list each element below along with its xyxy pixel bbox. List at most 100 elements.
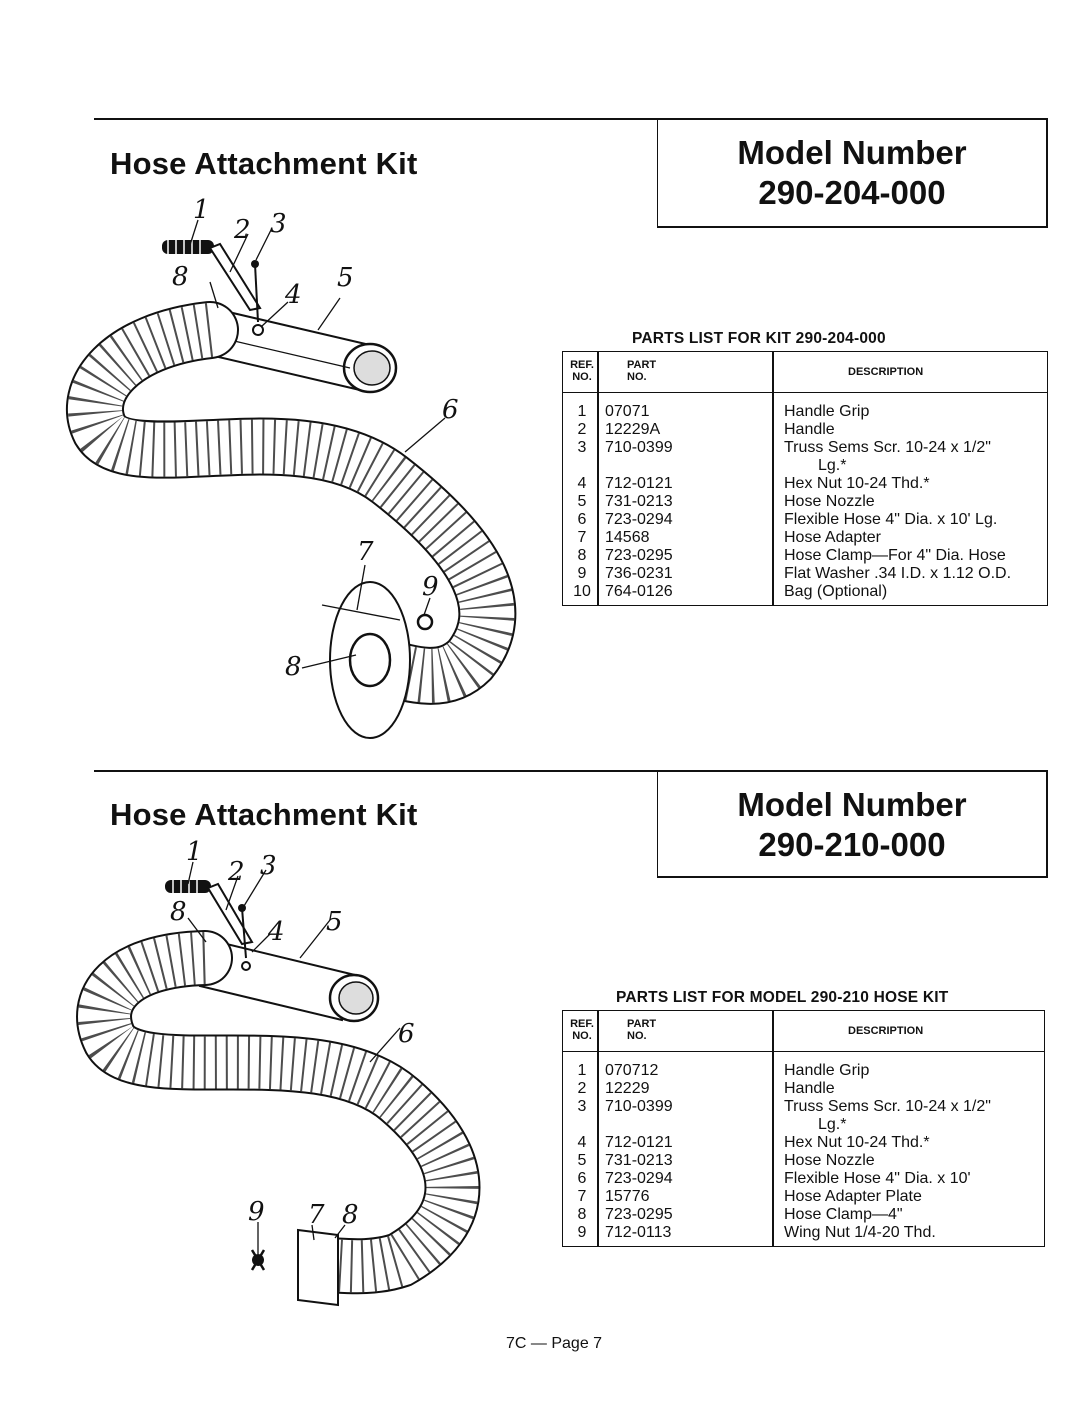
part-no: 723-0294 bbox=[605, 511, 673, 528]
part-description: Bag (Optional) bbox=[784, 583, 888, 600]
table-row-continuation: Lg.* bbox=[563, 457, 1047, 475]
table-row: 3 710-0399 Truss Sems Scr. 10-24 x 1/2" bbox=[563, 439, 1047, 457]
model-number: 290-210-000 bbox=[758, 826, 946, 863]
ref-no: 3 bbox=[577, 1098, 587, 1115]
table-row: 5 731-0213 Hose Nozzle bbox=[563, 493, 1047, 511]
callout-4: 4 bbox=[284, 280, 302, 310]
part-no: 15776 bbox=[605, 1188, 650, 1205]
section-divider-bottom bbox=[94, 770, 1048, 772]
part-no: 723-0295 bbox=[605, 1206, 673, 1223]
table-header bbox=[563, 352, 1047, 393]
callout-6: 6 bbox=[398, 1019, 415, 1049]
kit-title: Hose Attachment Kit bbox=[110, 146, 418, 181]
part-description: Hex Nut 10-24 Thd.* bbox=[784, 475, 930, 492]
flexible-hose-icon bbox=[76, 930, 481, 1295]
table-header bbox=[563, 1011, 1044, 1052]
part-no: 731-0213 bbox=[605, 493, 673, 510]
section-divider-top bbox=[94, 118, 1048, 120]
part-description: Handle Grip bbox=[784, 403, 870, 420]
model-label: Model Number bbox=[737, 134, 967, 171]
ref-no: 5 bbox=[577, 493, 587, 510]
part-no: 712-0113 bbox=[605, 1224, 672, 1241]
ref-no: 6 bbox=[577, 1170, 587, 1187]
model-number: 290-204-000 bbox=[758, 174, 946, 211]
col-description: DESCRIPTION bbox=[848, 366, 924, 378]
ref-no: 1 bbox=[577, 403, 587, 420]
col-ref: REF.NO. bbox=[570, 359, 594, 383]
part-no: 07071 bbox=[605, 403, 650, 420]
part-description: Hose Adapter Plate bbox=[784, 1188, 922, 1205]
part-description: Flexible Hose 4" Dia. x 10' Lg. bbox=[784, 511, 998, 528]
table-row: 8 723-0295 Hose Clamp—For 4" Dia. Hose bbox=[563, 547, 1047, 565]
handle-icon bbox=[208, 242, 262, 312]
callout-3: 3 bbox=[260, 851, 277, 881]
callout-8: 8 bbox=[172, 262, 189, 292]
callout-8: 8 bbox=[170, 897, 187, 927]
ref-no: 10 bbox=[573, 583, 591, 600]
hose-kit-diagram: 1 2 3 8 4 5 6 9 7 8 bbox=[76, 840, 481, 1307]
callout-1: 1 bbox=[186, 840, 203, 867]
ref-no: 3 bbox=[577, 439, 587, 456]
ref-no: 1 bbox=[577, 1062, 587, 1079]
part-no: 12229 bbox=[605, 1080, 650, 1097]
callout-2: 2 bbox=[227, 857, 245, 887]
col-description: DESCRIPTION bbox=[848, 1025, 924, 1037]
part-description: Truss Sems Scr. 10-24 x 1/2" bbox=[784, 439, 991, 456]
part-no: 712-0121 bbox=[605, 475, 673, 492]
part-no: 070712 bbox=[605, 1062, 659, 1079]
part-description: Hose Clamp—4" bbox=[784, 1206, 903, 1223]
parts-list-heading: PARTS LIST FOR MODEL 290-210 HOSE KIT bbox=[616, 989, 949, 1006]
model-label: Model Number bbox=[737, 786, 967, 823]
callout-7: 7 bbox=[357, 537, 374, 567]
callout-9: 9 bbox=[248, 1197, 265, 1227]
model-number-box: Model Number 290-204-000 bbox=[657, 118, 1048, 228]
table-row-continuation: Lg.* bbox=[563, 1116, 1044, 1134]
part-no: 736-0231 bbox=[605, 565, 673, 582]
callout-2: 2 bbox=[233, 215, 251, 245]
part-no: 710-0399 bbox=[605, 439, 673, 456]
ref-no: 9 bbox=[577, 565, 587, 582]
ref-no: 4 bbox=[577, 475, 587, 492]
part-description: Flat Washer .34 I.D. x 1.12 O.D. bbox=[784, 565, 1012, 582]
handle-icon bbox=[206, 882, 254, 946]
hose-adapter-plate-icon bbox=[297, 1228, 339, 1307]
part-description: Hose Adapter bbox=[784, 529, 881, 546]
callout-4: 4 bbox=[267, 917, 285, 947]
col-ref: REF.NO. bbox=[570, 1018, 594, 1042]
callout-8b: 8 bbox=[285, 652, 302, 682]
callout-1: 1 bbox=[193, 195, 210, 225]
kit-title: Hose Attachment Kit bbox=[110, 797, 418, 832]
part-description: Hose Nozzle bbox=[784, 493, 875, 510]
hose-kit-diagram: 1 2 3 4 5 6 7 8 9 8 bbox=[66, 195, 517, 739]
part-no: 723-0295 bbox=[605, 547, 673, 564]
part-no: 712-0121 bbox=[605, 1134, 673, 1151]
part-no: 731-0213 bbox=[605, 1152, 673, 1169]
callout-8b: 8 bbox=[342, 1200, 359, 1230]
callout-6: 6 bbox=[442, 395, 459, 425]
part-description: Hose Clamp—For 4" Dia. Hose bbox=[784, 547, 1006, 564]
part-no: 764-0126 bbox=[605, 583, 673, 600]
ref-no: 7 bbox=[577, 529, 587, 546]
page-footer: 7C — Page 7 bbox=[506, 1335, 603, 1352]
ref-no: 8 bbox=[577, 547, 587, 564]
part-no: 12229A bbox=[605, 421, 661, 438]
screw-icon bbox=[251, 260, 264, 336]
model-number-box: Model Number 290-210-000 bbox=[657, 770, 1048, 878]
washer-icon bbox=[416, 613, 434, 631]
ref-no: 4 bbox=[577, 1134, 587, 1151]
table-row: 1 07071 Handle Grip bbox=[563, 403, 1047, 421]
callout-9: 9 bbox=[422, 572, 439, 602]
